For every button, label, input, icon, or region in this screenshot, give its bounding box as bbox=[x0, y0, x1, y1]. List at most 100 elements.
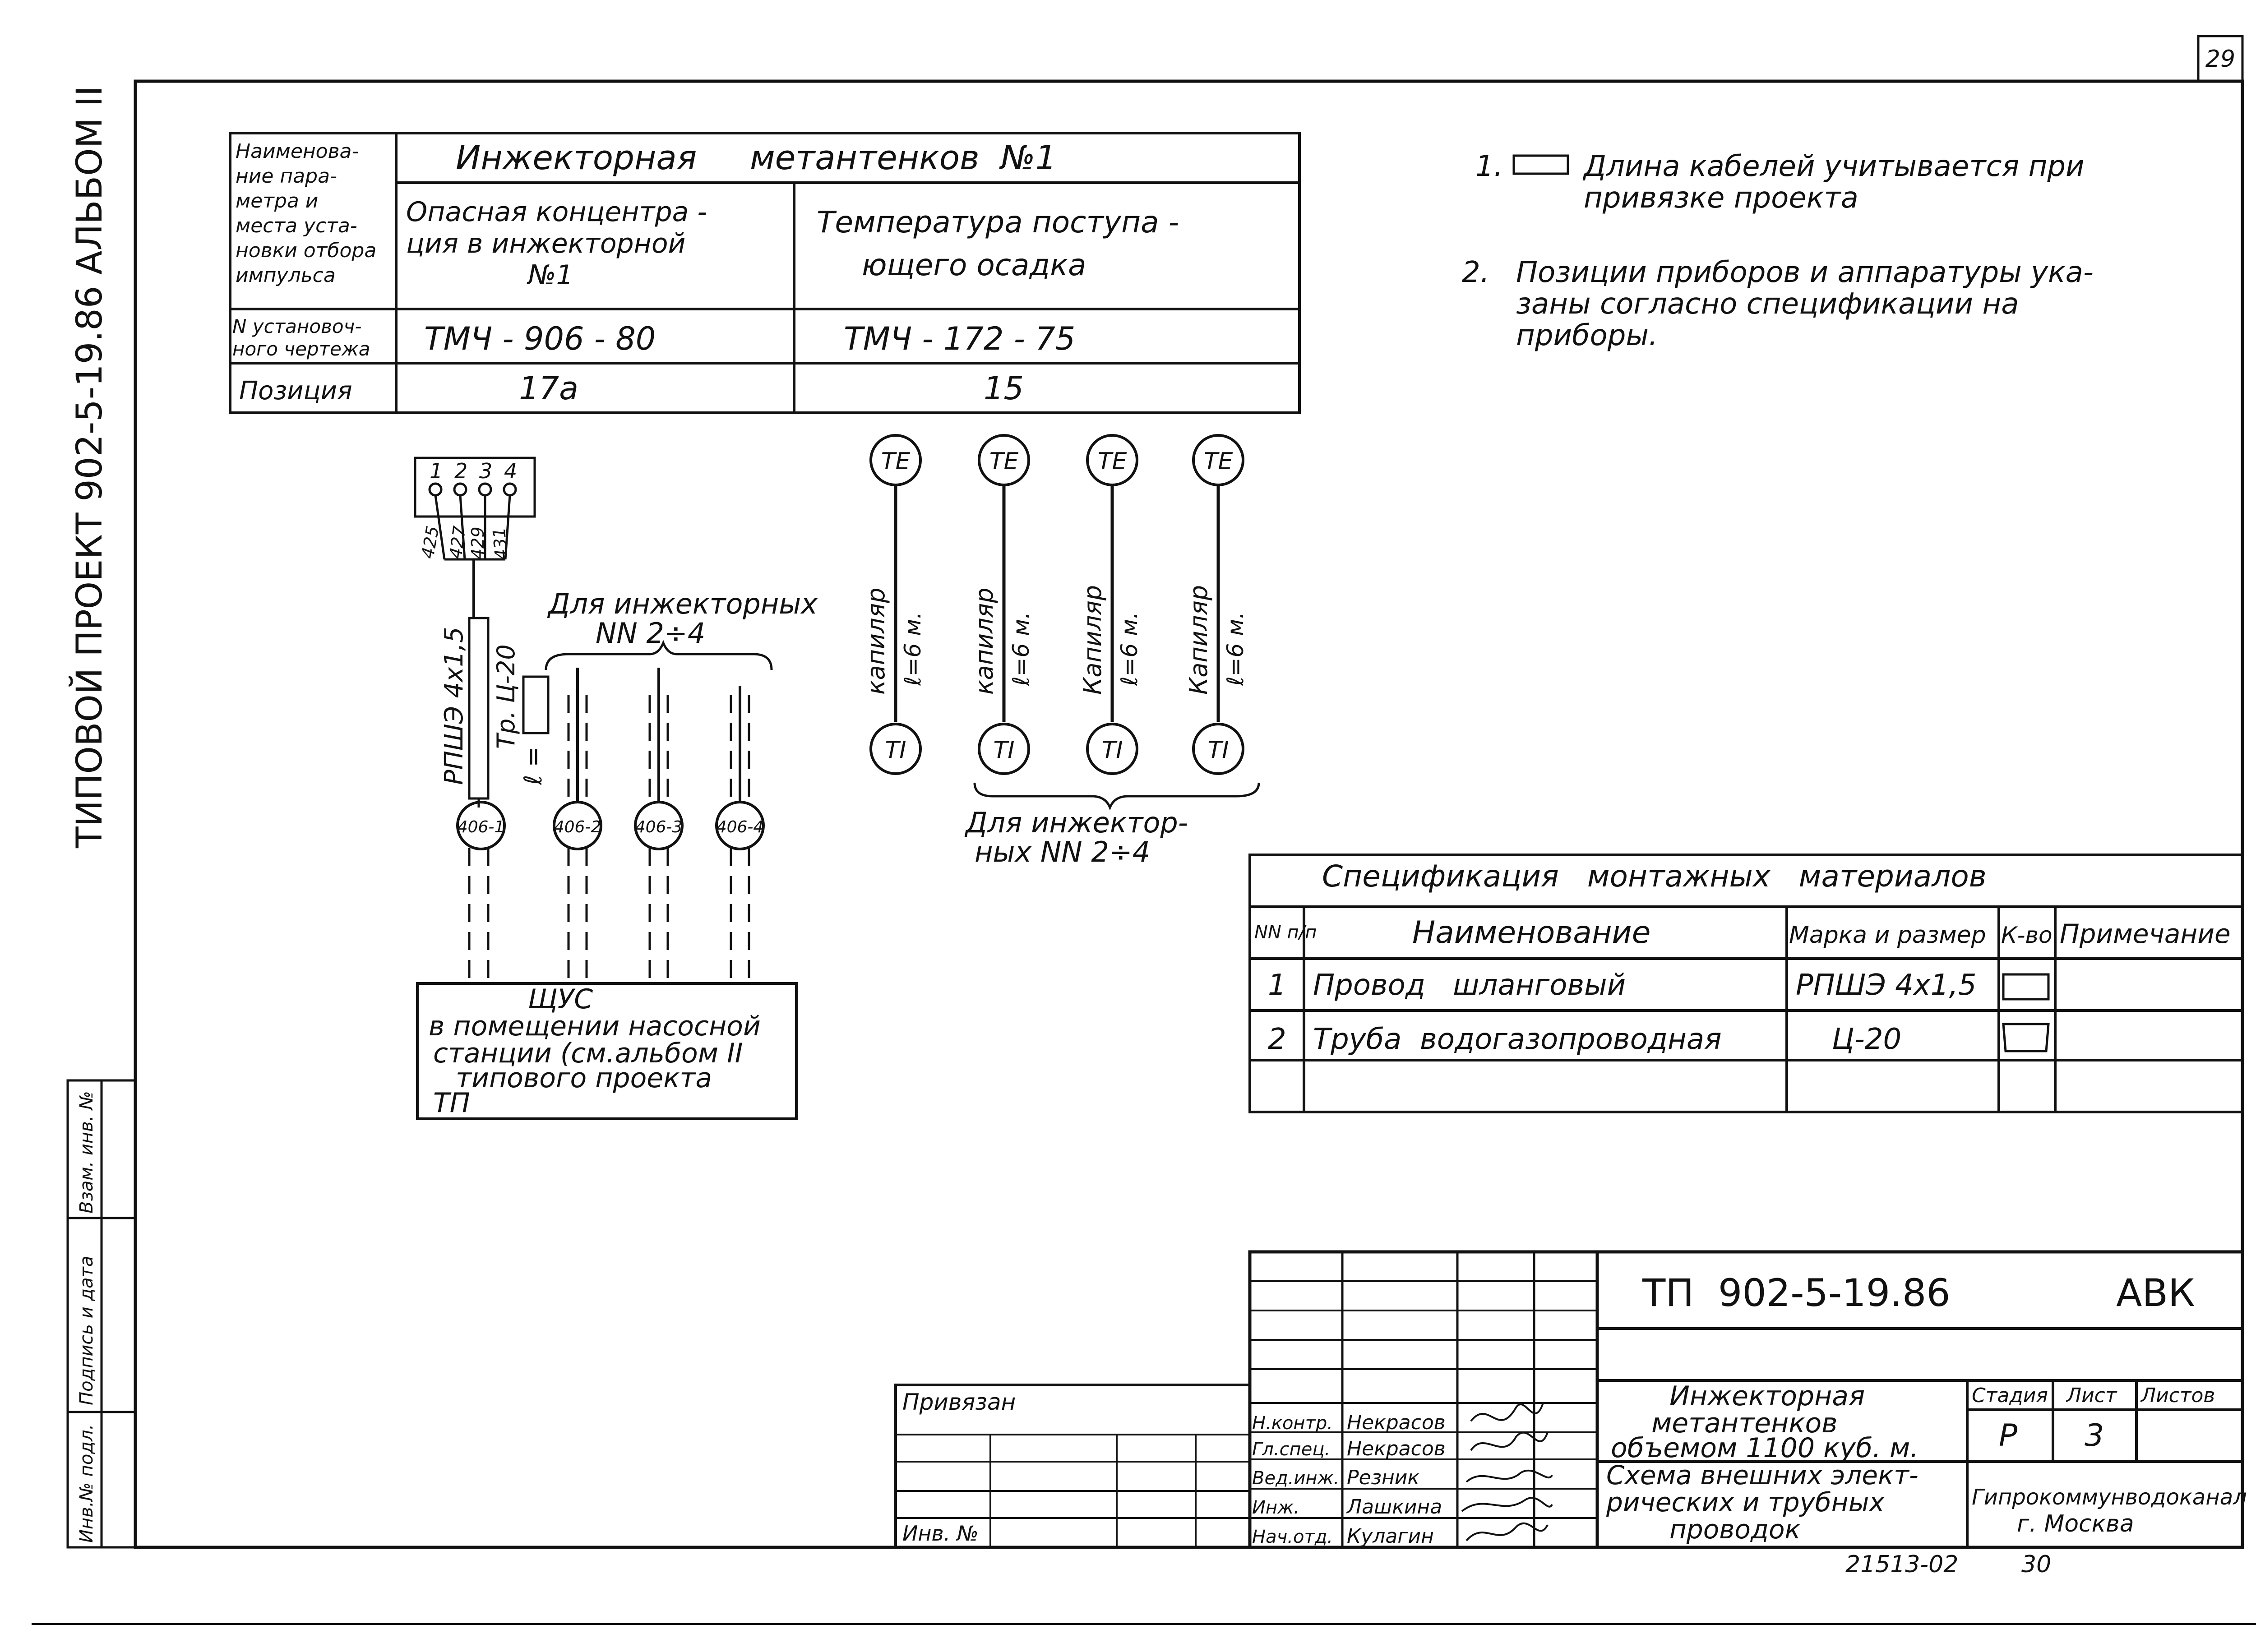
archive-sheet: 30 bbox=[2021, 1551, 2051, 1578]
param-drawing-value-1: ТМЧ - 906 - 80 bbox=[424, 320, 656, 357]
person-name: Резник bbox=[1347, 1466, 1419, 1489]
inv-label: Инв. № bbox=[902, 1521, 979, 1546]
note-2-line: Позиции приборов и аппаратуры ука- bbox=[1516, 256, 2094, 289]
panel-box-line: ЩУС bbox=[528, 983, 593, 1015]
drawing-name-line: рических и трубных bbox=[1606, 1487, 1885, 1518]
param-col2-line: Температура поступа - bbox=[817, 205, 1179, 240]
cable-run-2 bbox=[567, 668, 588, 983]
note-2-line: приборы. bbox=[1516, 319, 1658, 352]
archive-number: 21513-02 bbox=[1845, 1551, 1958, 1578]
thermo-pair-4: ТЕ ТI Капиляр ℓ=6 м. bbox=[1184, 434, 1248, 775]
param-col2-line: ющего осадка bbox=[862, 248, 1086, 282]
role-label: Инж. bbox=[1252, 1497, 1299, 1518]
object-name-line: Инжекторная bbox=[1669, 1380, 1865, 1412]
object-name-line: метантенков bbox=[1651, 1407, 1838, 1439]
wire-number: 429 bbox=[468, 526, 488, 559]
terminal-number: 2 bbox=[454, 459, 467, 483]
svg-text:Наименова- ние пара- м: Наименова- ние пара- метра и места уста-… bbox=[236, 140, 383, 287]
terminal-number: 4 bbox=[504, 459, 517, 483]
spec-table bbox=[1248, 854, 2244, 1113]
terminal-number: 3 bbox=[479, 459, 492, 483]
stage-value: Р bbox=[1999, 1418, 2017, 1454]
param-table bbox=[229, 132, 1301, 414]
stamp-inv-podl: Инв.№ подл. bbox=[76, 1424, 97, 1543]
cable-run-1 bbox=[468, 617, 490, 983]
wire-number: 431 bbox=[489, 526, 512, 561]
param-header-line: Наименова- bbox=[236, 140, 359, 163]
terminal-block bbox=[414, 457, 536, 618]
panel-box-line: ТП bbox=[433, 1087, 470, 1119]
role-label: Гл.спец. bbox=[1252, 1439, 1330, 1460]
person-name: Некрасов bbox=[1347, 1437, 1446, 1460]
param-col1-line: ция в инжекторной bbox=[406, 228, 686, 259]
cable-run-4 bbox=[730, 686, 750, 983]
left-stamp bbox=[66, 1079, 137, 1549]
param-drawing-value-2: ТМЧ - 172 - 75 bbox=[844, 320, 1075, 357]
note-1-line: Длина кабелей учитывается при bbox=[1582, 150, 2085, 183]
svg-text:Инжекторная метантенков: Инжекторная метантенков объемом 1100 куб… bbox=[1611, 1380, 1919, 1464]
svg-text:Опасная концентра - ция в: Опасная концентра - ция в инжекторной №1 bbox=[406, 196, 716, 291]
svg-text:Температура поступа - юще: Температура поступа - ющего осадка bbox=[817, 205, 1188, 282]
spec-header-qty: К-во bbox=[2001, 922, 2053, 948]
sensor-406-1: 406-1 bbox=[456, 801, 506, 850]
injector-group-brace bbox=[545, 640, 773, 670]
injector-group-label: Для инжекторных bbox=[547, 587, 818, 620]
capillary-label: капиляр bbox=[970, 588, 999, 695]
stage-header: Стадия bbox=[1972, 1384, 2048, 1407]
organization-name: Гипрокоммунводоканал bbox=[1972, 1485, 2247, 1510]
object-name-line: объемом 1100 куб. м. bbox=[1611, 1432, 1919, 1464]
title-section: АВК bbox=[2116, 1271, 2195, 1315]
spec-cell: 2 bbox=[1268, 1023, 1286, 1056]
svg-text:Длина кабелей учитывается при: Длина кабелей учитывается при привязке п… bbox=[1582, 150, 2094, 215]
capillary-length: ℓ=6 м. bbox=[1222, 612, 1248, 686]
param-header-line: метра и bbox=[236, 189, 318, 212]
capillary-label: Капиляр bbox=[1078, 585, 1107, 695]
sensor-406-3: 406-3 bbox=[634, 801, 684, 850]
wire-number: 425 bbox=[418, 524, 443, 560]
sheet-value: 3 bbox=[2085, 1418, 2104, 1454]
person-name: Кулагин bbox=[1347, 1525, 1434, 1548]
stamp-replace-inv: Взам. инв. № bbox=[76, 1091, 97, 1214]
sheet-number: 29 bbox=[2205, 46, 2235, 73]
title-block bbox=[894, 1250, 2244, 1549]
te-label: ТЕ bbox=[881, 448, 911, 475]
spec-cell: РПШЭ 4х1,5 bbox=[1796, 969, 1977, 1002]
svg-text:N установоч- ного чертежа: N установоч- ного чертежа bbox=[232, 315, 370, 360]
capillary-group-label: Для инжектор- bbox=[964, 806, 1188, 839]
param-drawing-label: ного чертежа bbox=[232, 338, 370, 360]
param-header-line: импульса bbox=[236, 264, 336, 287]
param-position-value-1: 17а bbox=[519, 370, 578, 407]
param-header-line: места уста- bbox=[236, 214, 357, 237]
spec-cell: Труба водогазопроводная bbox=[1313, 1023, 1722, 1056]
capillary-group-brace bbox=[973, 782, 1260, 811]
capillary-length: ℓ=6 м. bbox=[1116, 612, 1142, 686]
pipe-length: ℓ = bbox=[519, 747, 547, 785]
spec-table-title: Спецификация монтажных материалов bbox=[1322, 859, 1987, 894]
sensor-label: 406-4 bbox=[717, 818, 764, 836]
person-name: Некрасов bbox=[1347, 1411, 1446, 1434]
person-name: Лашкина bbox=[1346, 1495, 1442, 1518]
sensor-label: 406-1 bbox=[458, 818, 505, 836]
svg-text:Позиции приборов и аппаратуры: Позиции приборов и аппаратуры ука- заны … bbox=[1516, 256, 2103, 352]
param-header-line: новки отбора bbox=[236, 239, 376, 262]
organization-city: г. Москва bbox=[2017, 1510, 2134, 1537]
te-label: ТЕ bbox=[1204, 448, 1233, 475]
svg-text:Схема внешних элект- ричес: Схема внешних элект- рических и трубных … bbox=[1606, 1460, 1927, 1545]
te-label: ТЕ bbox=[1098, 448, 1127, 475]
sensor-406-4: 406-4 bbox=[715, 801, 765, 850]
panel-box bbox=[416, 982, 798, 1120]
drawing-name-line: проводок bbox=[1669, 1514, 1801, 1545]
ti-label: ТI bbox=[885, 737, 906, 764]
role-label: Нач.отд. bbox=[1252, 1527, 1333, 1547]
thermo-pair-3: ТЕ ТI Капиляр ℓ=6 м. bbox=[1078, 434, 1142, 775]
note-2-line: заны согласно спецификации на bbox=[1516, 287, 2019, 321]
note-1-line: привязке проекта bbox=[1584, 181, 1858, 215]
spec-header-num: NN п/п bbox=[1254, 922, 1317, 943]
signatures bbox=[1461, 1403, 1553, 1541]
wire-number: 427 bbox=[445, 525, 470, 560]
panel-box-line: станции (см.альбом II bbox=[433, 1038, 743, 1069]
stage-header: Листов bbox=[2140, 1384, 2215, 1407]
project-side-label: ТИПОВОЙ ПРОЕКТ 902-5-19.86 АЛЬБОМ II bbox=[69, 86, 110, 849]
sensor-label: 406-2 bbox=[554, 818, 601, 836]
